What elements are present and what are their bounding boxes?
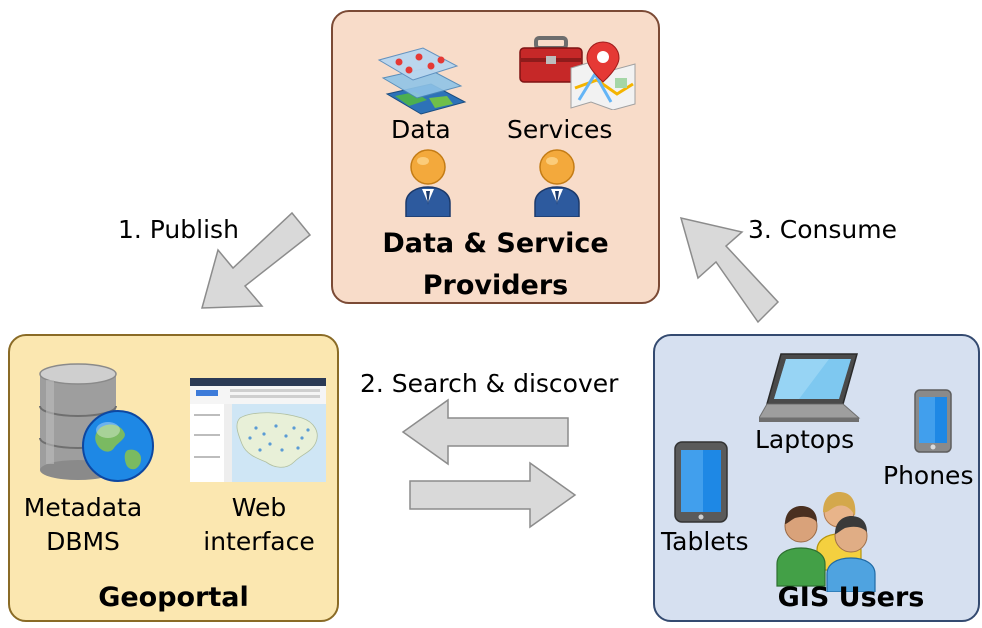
metadata-label-line1: Metadata	[23, 493, 143, 522]
search-arrow-right	[409, 461, 577, 529]
user-group-icon	[776, 492, 876, 592]
consume-arrow	[679, 216, 780, 324]
search-label: 2. Search & discover	[360, 369, 619, 398]
tablet-icon	[674, 441, 728, 523]
laptop-icon	[759, 353, 861, 422]
publish-arrow	[201, 211, 312, 309]
web-interface-label-line1: Web	[231, 493, 287, 522]
phone-icon	[914, 389, 952, 453]
data-label: Data	[391, 115, 451, 144]
toolbox-icon	[519, 36, 583, 83]
gis-users-box: Laptops Phones Tablets GIS Users	[653, 334, 980, 622]
gis-users-title: GIS Users	[777, 582, 925, 613]
globe-icon	[82, 410, 154, 482]
laptops-label: Laptops	[755, 425, 855, 454]
providers-box: Data Services Data & Service Providers	[331, 10, 660, 304]
person-icon	[405, 149, 451, 217]
web-map-screenshot-icon	[190, 378, 326, 482]
web-interface-label-line2: interface	[203, 527, 315, 556]
publish-label: 1. Publish	[118, 215, 239, 244]
person-icon	[534, 149, 580, 217]
map-pin-icon	[570, 41, 636, 110]
map-layers-icon	[377, 47, 467, 115]
providers-title-line2: Providers	[422, 270, 569, 301]
consume-label: 3. Consume	[748, 215, 897, 244]
tablets-label: Tablets	[661, 527, 749, 556]
metadata-label-line2: DBMS	[46, 527, 120, 556]
providers-title-line1: Data & Service	[382, 228, 609, 259]
phones-label: Phones	[883, 461, 974, 490]
search-arrow-left	[401, 398, 569, 466]
geoportal-box: Metadata DBMS Web interface Geoportal	[8, 334, 339, 622]
services-label: Services	[507, 115, 613, 144]
geoportal-title: Geoportal	[98, 582, 249, 613]
